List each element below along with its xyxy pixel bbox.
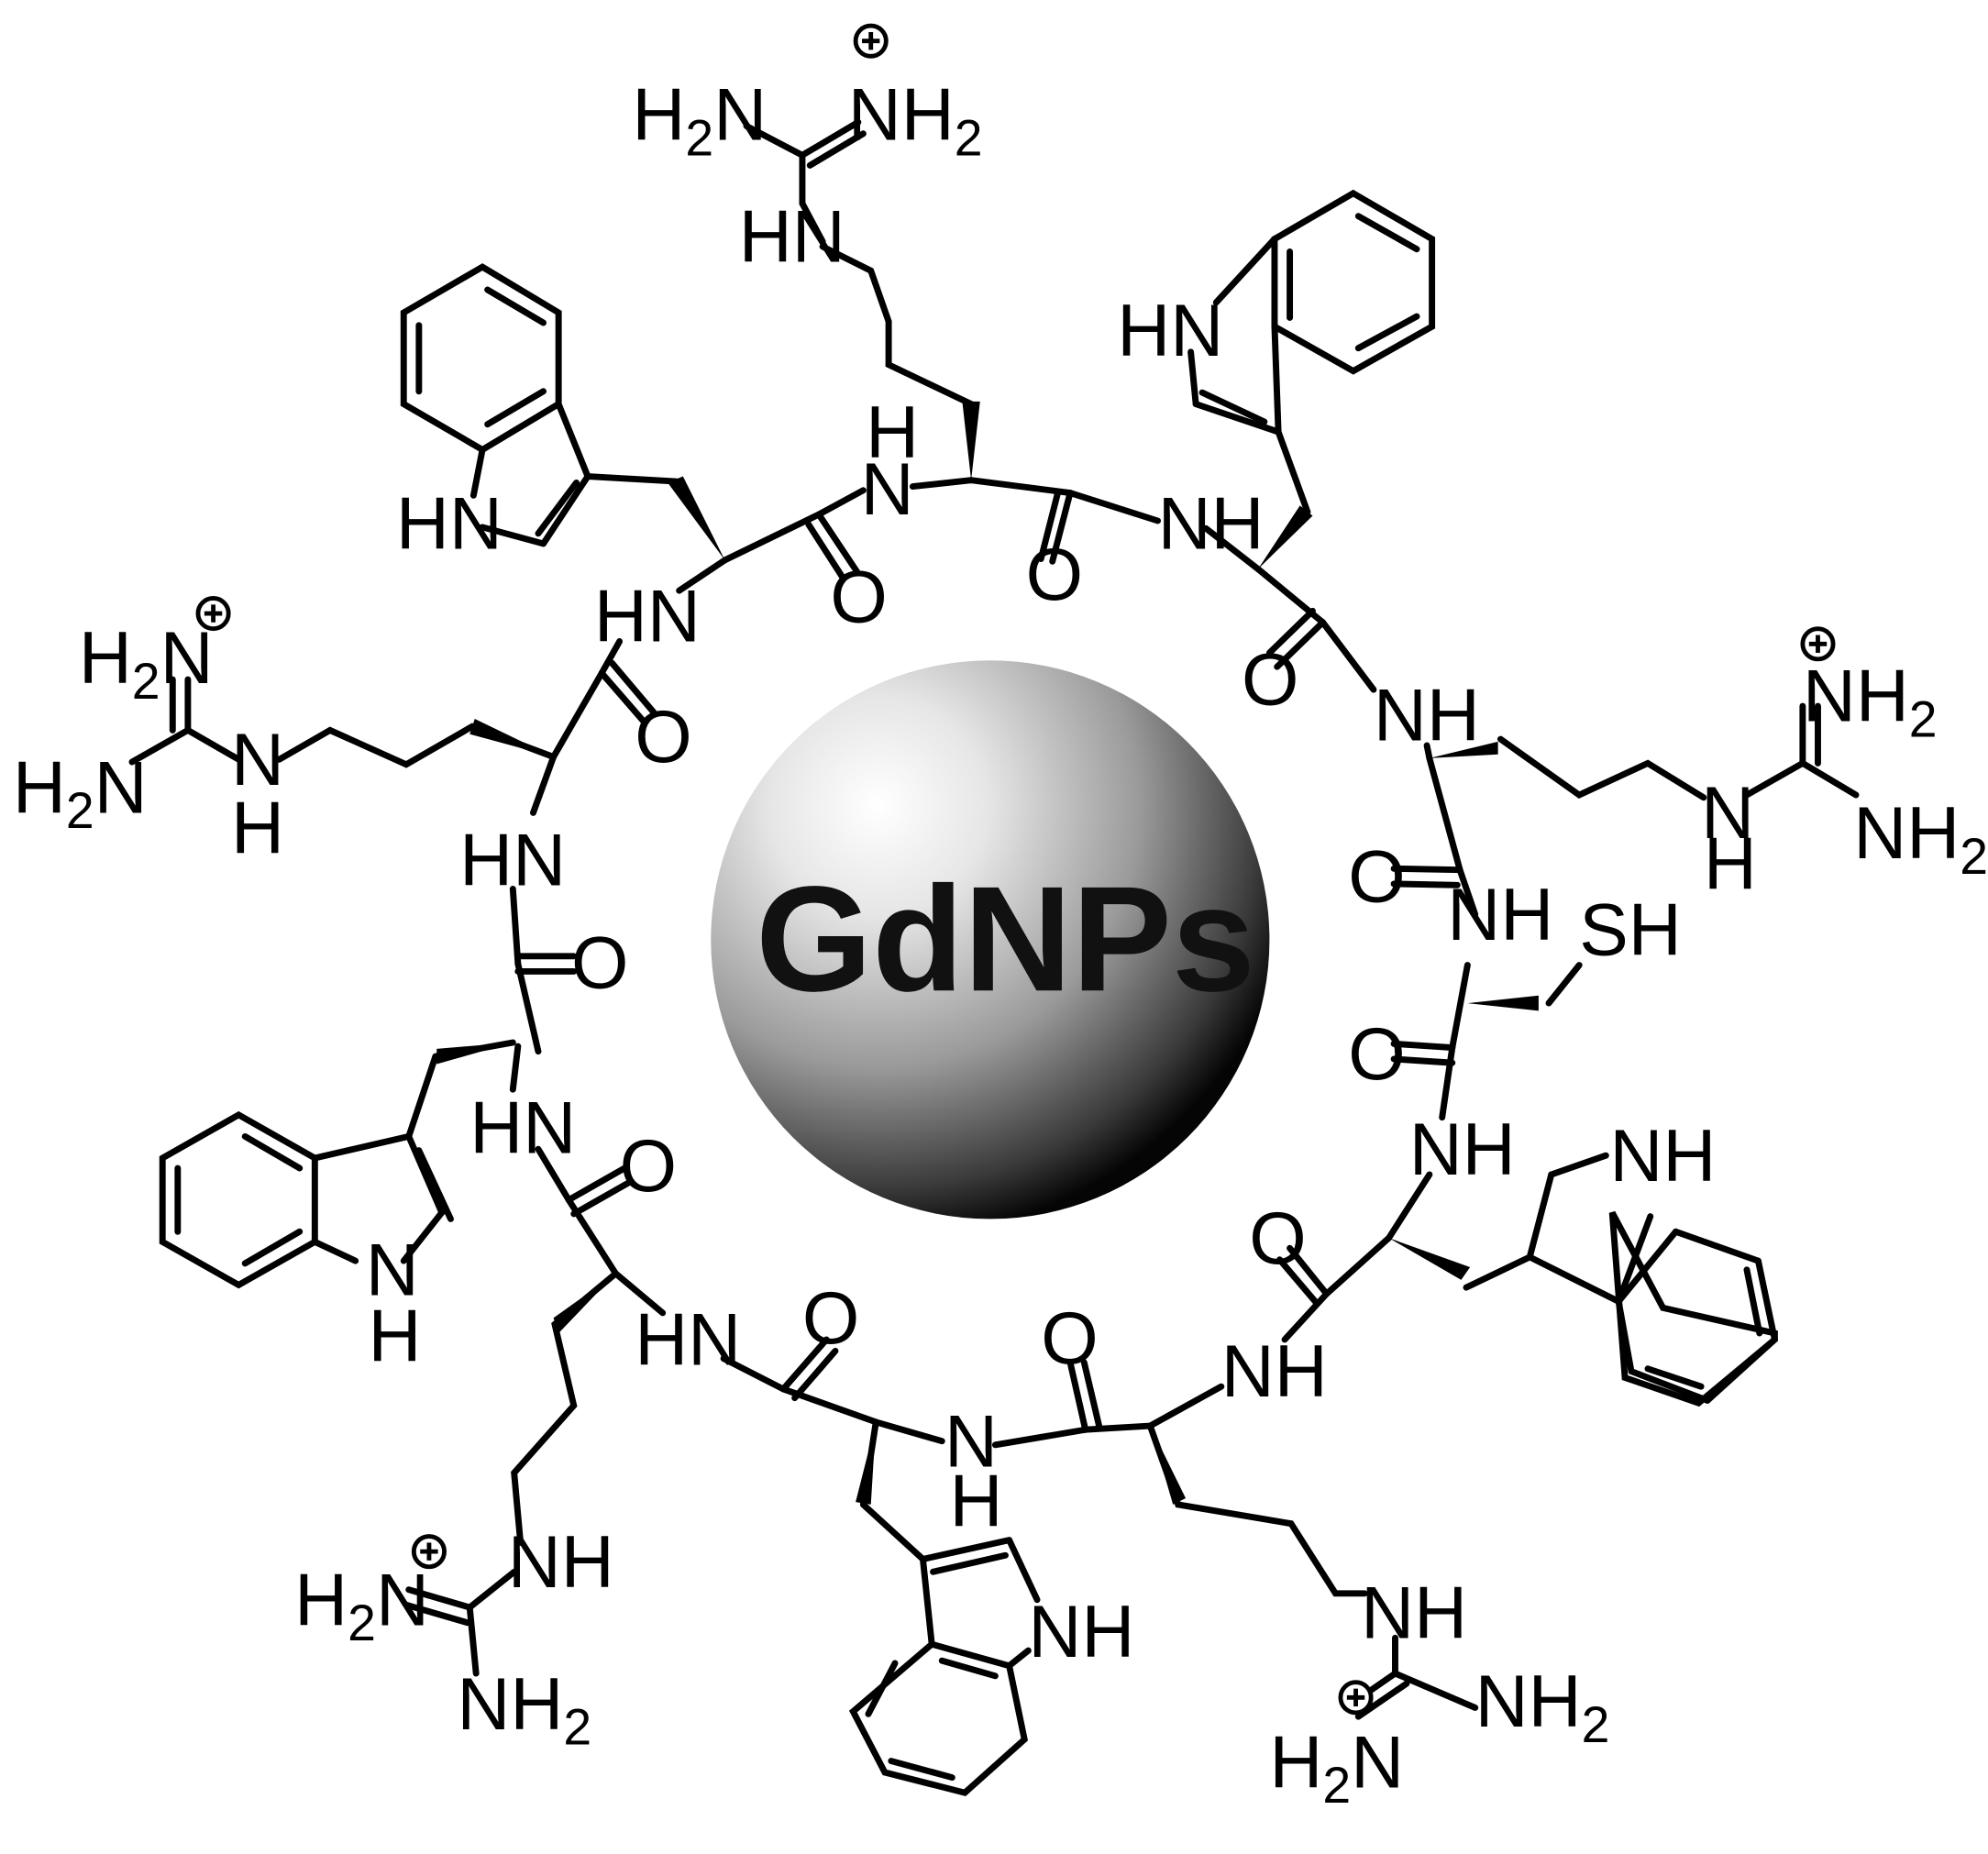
hn-left2: HN [459,819,566,901]
o-left1: O [635,696,691,778]
o-bot2: O [1041,1297,1098,1380]
nh-right1: NH [1374,674,1480,756]
g3-nh2: NH2 [1475,1661,1610,1753]
g5-h: H [1704,822,1757,905]
w3-n: N [366,1229,419,1311]
w1-hn: HN [396,482,503,565]
g3-nh: NH [1361,1572,1467,1654]
atom-labels: H2N NH2 HN HN N H O O NH HN HN O H2N H2N… [13,26,1988,1814]
bond-skeleton [128,118,1860,1796]
nanoparticle: GdNPs [711,660,1270,1219]
g4-charge [414,1537,444,1567]
nh-bot2: N [944,1400,998,1483]
g4-nh2: NH2 [457,1663,591,1756]
o-left3: O [620,1125,677,1208]
g1-charge [856,26,886,56]
o-top1: O [830,557,887,639]
nh-top-right: NH [1158,482,1265,565]
o-right2: O [1348,835,1405,918]
nanoparticle-sphere [711,660,1270,1219]
g5-n: N [1701,772,1754,855]
nh-bot3: NH [1221,1330,1328,1413]
g2-charge [198,598,228,628]
g1-hn: HN [739,196,845,279]
hn-bot1: HN [635,1299,741,1382]
o-right3: O [1348,1013,1405,1096]
g2-h2n-top: H2N [79,617,214,710]
o-right1: O [1242,639,1298,722]
o-bot1: O [802,1277,859,1360]
g2-h: H [231,788,284,870]
w4-nh: NH [1028,1591,1134,1673]
g1-nh2-right: NH2 [848,74,983,167]
nh-right2: NH [1447,874,1553,956]
nh-right3: NH [1409,1109,1516,1191]
g2-h2n-bot: H2N [13,746,148,839]
nh-bot2-h: H [950,1460,1003,1542]
hn-left3: HN [469,1087,576,1169]
g5-nh2-bot: NH2 [1853,792,1988,885]
nh-top: N [861,448,914,531]
o-top2: O [1026,534,1083,616]
w5-nh: NH [1609,1115,1716,1197]
w3-h: H [368,1295,421,1377]
nanoparticle-label: GdNPs [756,855,1255,1022]
g3-charge [1341,1683,1371,1713]
g4-nh: NH [508,1521,614,1604]
g1-h2n-left: H2N [632,74,767,167]
w2-hn: HN [1117,290,1223,372]
g2-n: N [231,719,284,801]
g5-charge [1803,629,1833,659]
hn-left1: HN [594,576,701,658]
sh-group: SH [1579,888,1682,971]
o-left2: O [571,921,628,1004]
g5-nh2-top: NH2 [1803,656,1938,748]
nh-top-h: H [866,392,919,474]
g3-h2n: H2N [1269,1722,1404,1815]
o-right4: O [1249,1197,1306,1280]
g4-h2n: H2N [294,1559,429,1651]
